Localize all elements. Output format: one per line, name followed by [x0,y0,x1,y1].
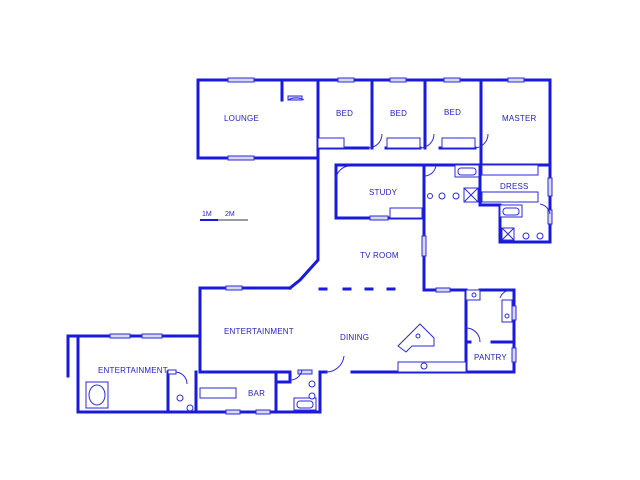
windows [109,77,553,415]
label-entertainment-left: ENTERTAINMENT [98,366,168,375]
label-bed-2: BED [390,109,407,118]
label-bed-1: BED [336,109,353,118]
label-dining: DINING [340,333,369,342]
label-master: MASTER [502,114,537,123]
scale-label-2m: 2M [225,211,235,218]
label-bar: BAR [248,389,265,398]
fixtures [85,137,544,412]
label-bed-3: BED [444,108,461,117]
label-study: STUDY [369,188,398,197]
label-tv-room: TV ROOM [360,251,399,260]
label-dress: DRESS [500,182,529,191]
scale-bar: 1M 2M [200,211,248,221]
label-entertainment-main: ENTERTAINMENT [224,327,294,336]
scale-label-1m: 1M [202,211,212,218]
scale-segment-2 [218,219,248,221]
walls [66,78,552,414]
scale-segment-1 [200,219,218,221]
doors [174,97,551,385]
label-pantry: PANTRY [474,353,507,362]
room-labels: LOUNGE BED BED BED MASTER STUDY DRESS TV… [98,108,537,398]
label-lounge: LOUNGE [224,114,259,123]
